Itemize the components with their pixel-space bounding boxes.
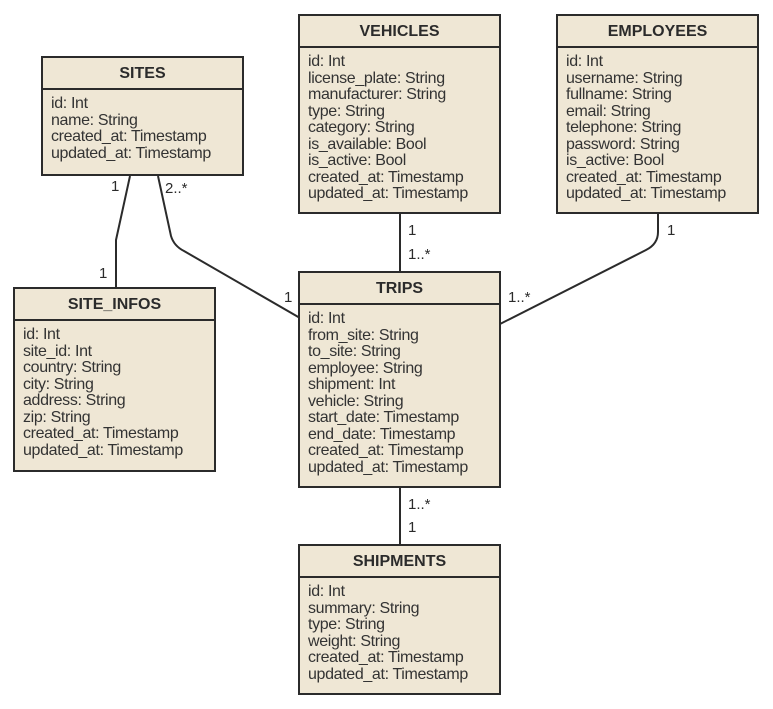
entity-trips: TRIPS id: Int from_site: String to_site:… xyxy=(298,271,501,488)
entity-employees: EMPLOYEES id: Int username: String fulln… xyxy=(556,14,759,214)
entity-field: updated_at: Timestamp xyxy=(23,441,183,459)
entity-field: id: Int xyxy=(308,583,345,600)
entity-title: SITE_INFOS xyxy=(15,289,214,321)
entity-field: site_id: Int xyxy=(23,342,92,360)
entity-field: id: Int xyxy=(23,326,60,343)
entity-field: updated_at: Timestamp xyxy=(51,144,211,162)
entity-field: shipment: Int xyxy=(308,376,396,393)
entity-field: start_date: Timestamp xyxy=(308,409,459,426)
entity-field: created_at: Timestamp xyxy=(23,425,179,442)
entity-field: created_at: Timestamp xyxy=(308,168,464,186)
entity-field: weight: String xyxy=(308,632,401,650)
entity-field: id: Int xyxy=(566,53,603,70)
entity-field: type: String xyxy=(308,616,385,633)
connector-sites-trips xyxy=(157,175,301,319)
entity-site-infos: SITE_INFOS id: Int site_id: Int country:… xyxy=(13,287,216,472)
entity-sites: SITES id: Int name: String created_at: T… xyxy=(41,56,244,176)
entity-field: category: String xyxy=(308,119,415,136)
entity-fields: id: Int name: String created_at: Timesta… xyxy=(43,90,242,162)
entity-title: SITES xyxy=(43,58,242,90)
entity-field: employee: String xyxy=(308,359,423,377)
entity-field: id: Int xyxy=(308,310,345,327)
connector-employees-trips xyxy=(499,214,659,325)
entity-field: created_at: Timestamp xyxy=(566,168,722,186)
entity-field: license_plate: String xyxy=(308,69,445,87)
multiplicity-label: 1 xyxy=(99,265,108,282)
entity-field: name: String xyxy=(51,111,138,129)
entity-title: VEHICLES xyxy=(300,16,499,48)
entity-shipments: SHIPMENTS id: Int summary: String type: … xyxy=(298,544,501,695)
entity-field: telephone: String xyxy=(566,119,682,136)
multiplicity-label: 2..* xyxy=(165,180,188,197)
entity-field: zip: String xyxy=(23,408,91,426)
multiplicity-label: 1..* xyxy=(408,246,431,263)
entity-field: to_site: String xyxy=(308,343,401,360)
entity-field: from_site: String xyxy=(308,326,419,344)
entity-field: is_available: Bool xyxy=(308,135,427,153)
entity-title: TRIPS xyxy=(300,273,499,305)
entity-fields: id: Int site_id: Int country: String cit… xyxy=(15,321,214,459)
multiplicity-label: 1..* xyxy=(408,496,431,513)
entity-field: type: String xyxy=(308,102,385,120)
entity-field: updated_at: Timestamp xyxy=(308,665,468,683)
multiplicity-label: 1 xyxy=(667,222,676,239)
entity-field: id: Int xyxy=(51,95,88,112)
multiplicity-label: 1 xyxy=(408,222,417,239)
entity-field: is_active: Bool xyxy=(308,152,406,169)
entity-vehicles: VEHICLES id: Int license_plate: String m… xyxy=(298,14,501,214)
entity-field: vehicle: String xyxy=(308,392,404,410)
entity-fields: id: Int username: String fullname: Strin… xyxy=(558,48,757,203)
multiplicity-label: 1 xyxy=(284,289,293,306)
entity-field: id: Int xyxy=(308,53,345,70)
entity-field: address: String xyxy=(23,392,126,409)
multiplicity-label: 1 xyxy=(111,178,120,195)
entity-field: updated_at: Timestamp xyxy=(308,185,468,202)
entity-title: EMPLOYEES xyxy=(558,16,757,48)
entity-field: end_date: Timestamp xyxy=(308,425,456,443)
entity-fields: id: Int license_plate: String manufactur… xyxy=(300,48,499,203)
entity-field: created_at: Timestamp xyxy=(308,649,464,666)
entity-field: updated_at: Timestamp xyxy=(566,185,726,202)
entity-field: password: String xyxy=(566,135,680,153)
entity-field: fullname: String xyxy=(566,86,672,103)
entity-field: created_at: Timestamp xyxy=(308,442,464,459)
entity-field: manufacturer: String xyxy=(308,86,446,103)
entity-field: created_at: Timestamp xyxy=(51,128,207,145)
entity-field: email: String xyxy=(566,102,651,120)
entity-title: SHIPMENTS xyxy=(300,546,499,578)
connector-sites-siteinfos xyxy=(115,175,131,288)
entity-fields: id: Int from_site: String to_site: Strin… xyxy=(300,305,499,476)
entity-field: is_active: Bool xyxy=(566,152,664,169)
multiplicity-label: 1 xyxy=(408,519,417,536)
entity-field: updated_at: Timestamp xyxy=(308,458,468,476)
entity-field: username: String xyxy=(566,69,683,87)
entity-field: city: String xyxy=(23,375,94,393)
multiplicity-label: 1..* xyxy=(508,289,531,306)
entity-fields: id: Int summary: String type: String wei… xyxy=(300,578,499,683)
entity-field: summary: String xyxy=(308,599,420,617)
entity-field: country: String xyxy=(23,359,121,376)
